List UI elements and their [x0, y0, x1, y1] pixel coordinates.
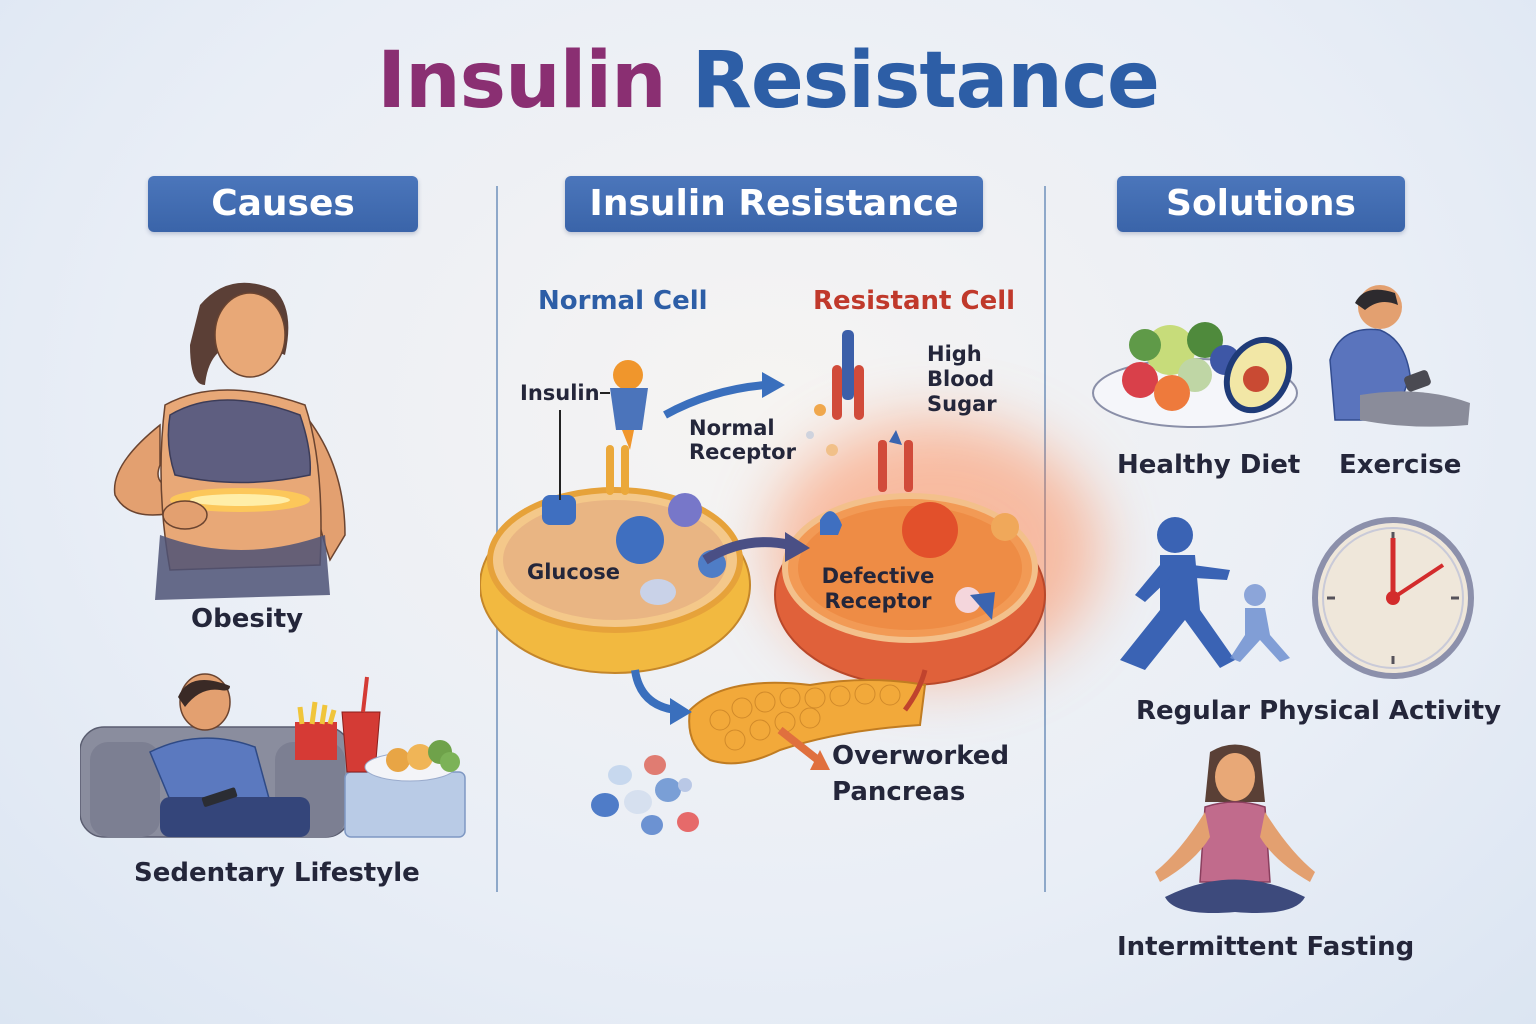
- seated-boy-icon: [1329, 285, 1470, 427]
- exercise-illustration: [1320, 285, 1480, 435]
- title-part-resistance: Resistance: [691, 36, 1160, 126]
- pancreas-icon: [688, 679, 927, 765]
- healthy-diet-illustration: [1090, 305, 1300, 435]
- solution-label-exercise: Exercise: [1339, 450, 1462, 480]
- label-normal-receptor: Normal Receptor: [689, 416, 796, 464]
- cause-label-sedentary-lifestyle: Sedentary Lifestyle: [134, 858, 420, 888]
- title-part-insulin: Insulin: [377, 36, 667, 126]
- label-high-blood-sugar: High Blood Sugar: [927, 342, 997, 416]
- normal-cell-title: Normal Cell: [538, 286, 708, 316]
- solution-label-regular-physical-activity: Regular Physical Activity: [1136, 696, 1502, 726]
- label-insulin: Insulin: [520, 381, 600, 405]
- solution-label-intermittent-fasting: Intermittent Fasting: [1117, 932, 1415, 962]
- causes-header: Causes: [148, 176, 418, 232]
- pills-icon: [591, 755, 699, 835]
- intermittent-fasting-illustration: [1135, 742, 1335, 922]
- salad-plate-icon: [1092, 322, 1298, 428]
- physical-activity-illustration: [1115, 510, 1475, 680]
- solution-label-healthy-diet: Healthy Diet: [1117, 450, 1301, 480]
- insulin-molecule-icon: [600, 360, 648, 450]
- label-defective-receptor: Defective Receptor: [821, 564, 935, 613]
- resistant-cell-title: Resistant Cell: [813, 286, 1016, 316]
- resistant-cell-icon: [774, 330, 1046, 686]
- cell-mechanism-diagram: [479, 330, 1080, 850]
- running-figures-clock-icon: [1120, 517, 1474, 679]
- obese-woman-icon: [113, 282, 346, 600]
- label-glucose: Glucose: [527, 560, 621, 584]
- cause-label-obesity: Obesity: [191, 604, 304, 634]
- man-on-couch-icon: [79, 673, 466, 838]
- obesity-illustration: [90, 265, 360, 605]
- label-overworked-pancreas: Overworked Pancreas: [832, 741, 1010, 807]
- page-title: Insulin Resistance: [0, 36, 1536, 126]
- normal-cell-icon: [479, 410, 751, 674]
- solutions-header: Solutions: [1117, 176, 1405, 232]
- meditating-woman-icon: [1155, 744, 1315, 913]
- mechanism-header: Insulin Resistance: [565, 176, 983, 232]
- sedentary-lifestyle-illustration: [79, 672, 470, 842]
- column-divider-right: [1044, 186, 1046, 892]
